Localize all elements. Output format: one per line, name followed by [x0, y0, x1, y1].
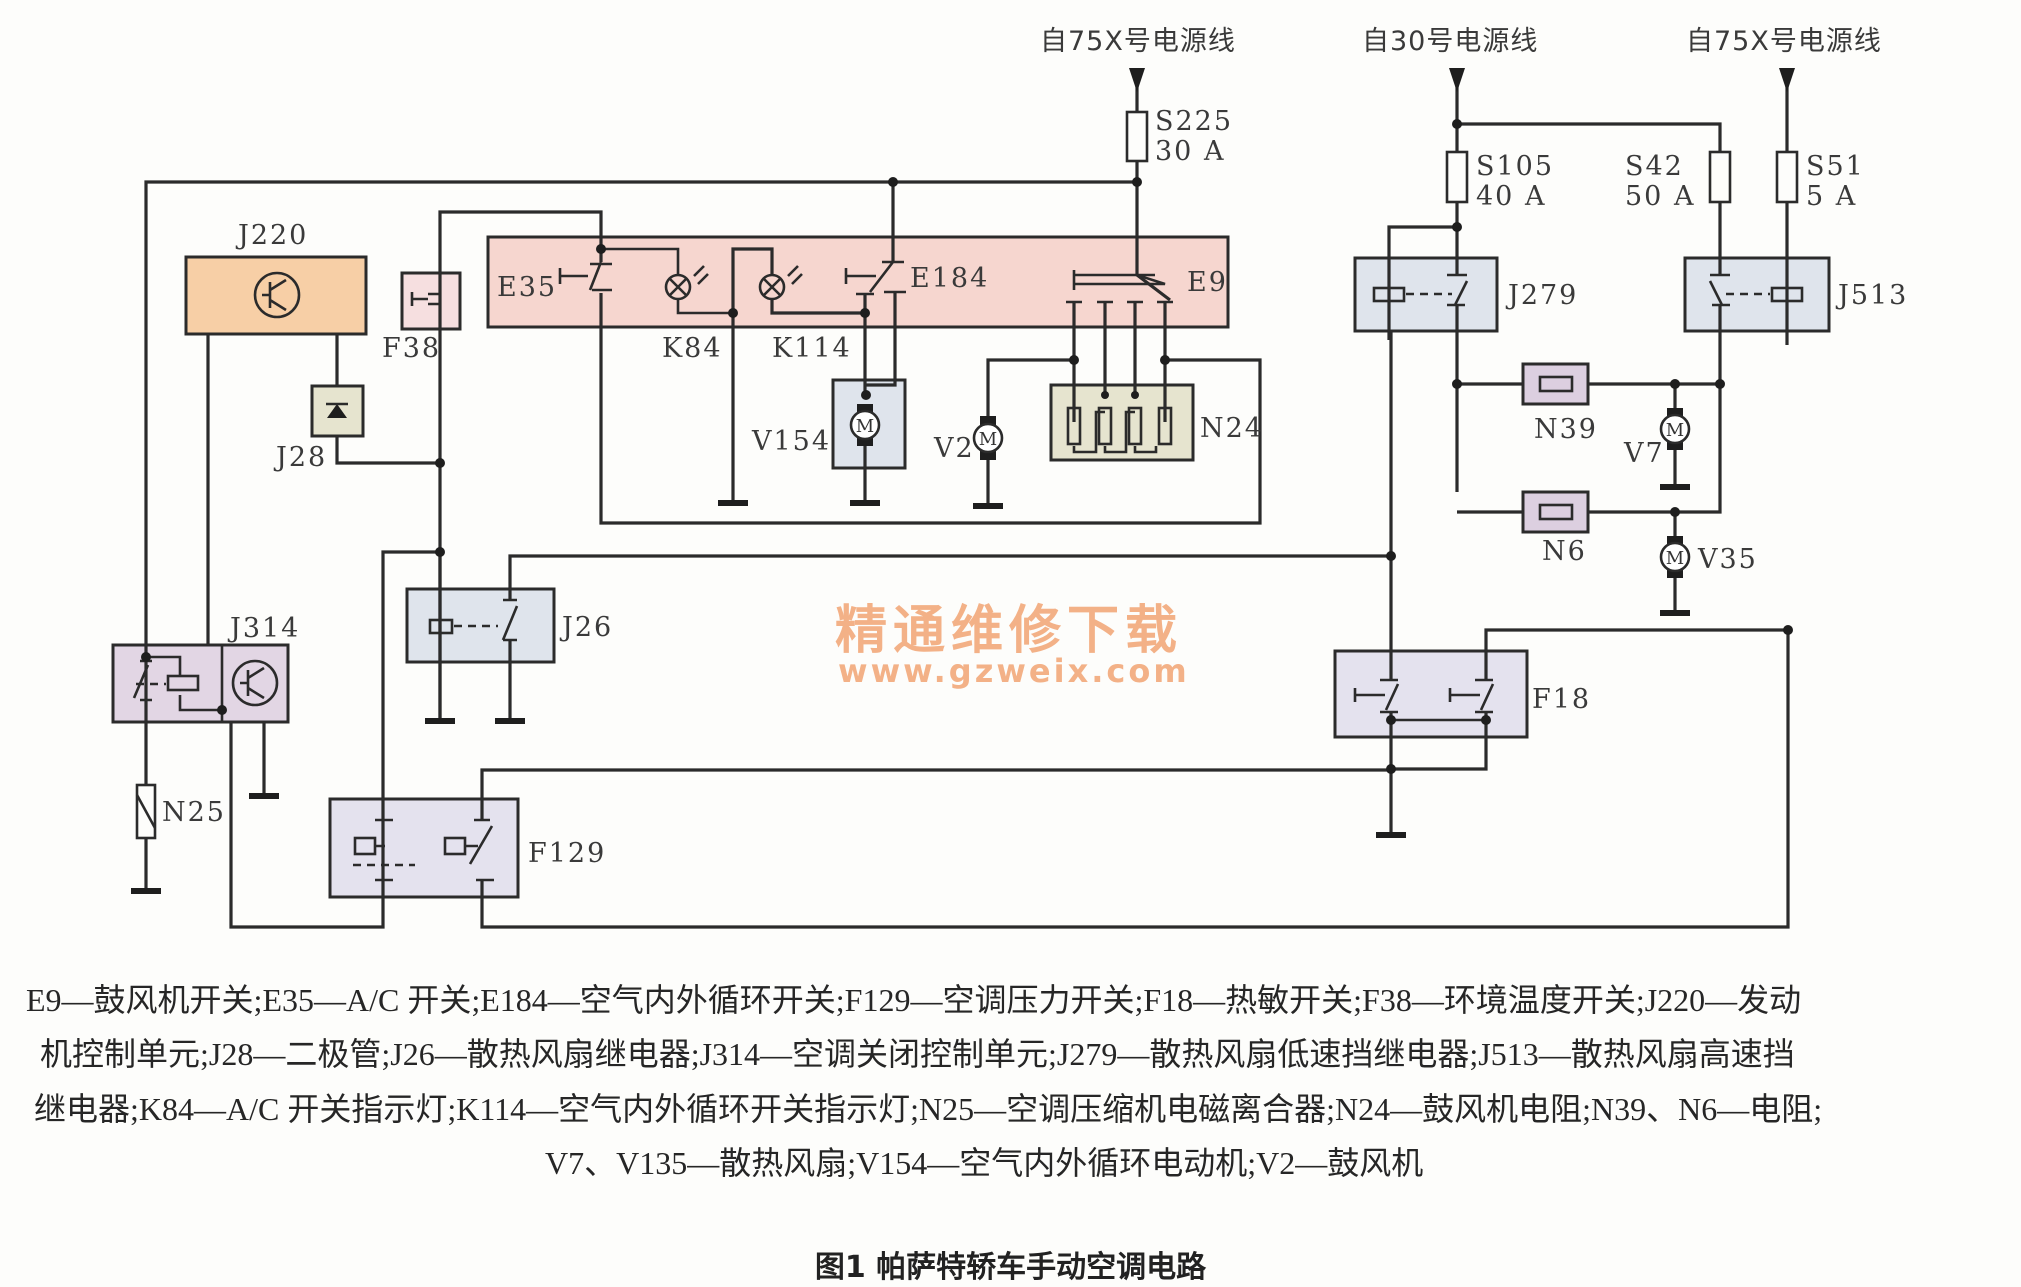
ground-symbols — [131, 484, 1690, 894]
fuse-s42-icon — [1708, 150, 1732, 204]
fuse-s105-rating: 40 A — [1476, 181, 1546, 212]
arrow-down-icon — [1129, 68, 1145, 92]
label-v35: V35 — [1697, 544, 1758, 575]
label-n39: N39 — [1534, 414, 1598, 445]
junction-dots — [141, 119, 1793, 774]
source-label-30: 自30号电源线 — [1362, 26, 1538, 57]
watermark-url: www.gzweix.com — [838, 652, 1190, 690]
j220-ecu-box — [184, 255, 368, 336]
thermo-switch-icon — [1353, 678, 1495, 714]
legend-line: E9—鼓风机开关;E35—A/C 开关;E184—空气内外循环开关;F129—空… — [26, 982, 1802, 1018]
resistor-n6-icon — [1538, 503, 1574, 521]
svg-text:M: M — [856, 416, 874, 437]
ground-icon — [850, 500, 880, 506]
label-f18: F18 — [1532, 684, 1591, 715]
watermark-text: 精通维修下载 — [835, 601, 1183, 661]
motor-v154-icon: M — [849, 404, 881, 446]
label-f38: F38 — [382, 333, 441, 364]
arrow-down-icon — [1449, 68, 1465, 92]
label-k114: K114 — [772, 333, 852, 364]
fuse-s225-icon — [1125, 110, 1149, 163]
fuse-s225-label: S225 — [1155, 106, 1233, 137]
label-e9: E9 — [1187, 267, 1228, 298]
legend-line: V7、V135—散热风扇;V154—空气内外循环电动机;V2—鼓风机 — [545, 1145, 1424, 1181]
circuit-diagram: M M — [111, 26, 1908, 929]
ground-icon — [718, 500, 748, 506]
fuse-s51-label: S51 — [1806, 151, 1865, 182]
fuse-s105-label: S105 — [1476, 151, 1554, 182]
ground-icon — [249, 793, 279, 799]
ground-icon — [1376, 832, 1406, 838]
ground-icon — [495, 718, 525, 724]
label-j513: J513 — [1835, 280, 1908, 311]
ground-icon — [1660, 610, 1690, 616]
diode-icon — [327, 404, 347, 418]
blower-switch-icon — [1072, 270, 1166, 290]
label-v154: V154 — [751, 426, 831, 457]
ground-icon — [1660, 484, 1690, 490]
fuse-s51-icon — [1775, 150, 1799, 204]
label-e35: E35 — [497, 272, 557, 303]
label-f129: F129 — [528, 838, 606, 869]
switch-e184-icon — [844, 260, 906, 296]
thermo-switch-icon — [410, 286, 442, 312]
arrow-down-icon — [1779, 68, 1795, 92]
fuse-s51-rating: 5 A — [1806, 181, 1857, 212]
n6-resistor-box — [1521, 490, 1590, 534]
relay-j279-icon — [1372, 273, 1469, 307]
fuse-s105-icon — [1445, 150, 1469, 204]
j26-relay-box — [405, 587, 556, 664]
label-j279: J279 — [1505, 280, 1578, 311]
resistor-array-icon — [1066, 406, 1173, 446]
label-v7: V7 — [1623, 438, 1665, 469]
lamp-k84-icon — [664, 265, 709, 301]
fuse-s225-rating: 30 A — [1155, 136, 1225, 167]
fuse-symbols — [1125, 110, 1799, 204]
svg-text:M: M — [979, 429, 997, 450]
ground-icon — [131, 888, 161, 894]
relay-j513-icon — [1708, 273, 1804, 307]
source-label-75x-left: 自75X号电源线 — [1040, 26, 1236, 57]
transistor-icon — [231, 659, 279, 707]
label-n25: N25 — [162, 797, 226, 828]
motor-v35-icon: M — [1659, 536, 1691, 578]
label-k84: K84 — [662, 333, 723, 364]
fuse-s42-label: S42 — [1625, 151, 1684, 182]
label-n24: N24 — [1200, 413, 1264, 444]
clutch-coil-icon — [135, 783, 157, 840]
svg-text:M: M — [1666, 548, 1684, 569]
source-arrows — [1129, 68, 1795, 92]
relay-j26-icon — [428, 598, 519, 642]
label-j220: J220 — [235, 220, 308, 251]
pressure-switch-icon — [353, 818, 494, 882]
motor-v2-icon: M — [972, 416, 1004, 460]
wires — [144, 70, 1790, 929]
label-e184: E184 — [910, 263, 989, 294]
legend-line: 机控制单元;J28—二极管;J26—散热风扇继电器;J314—空调关闭控制单元;… — [40, 1036, 1795, 1072]
f129-switch-box — [328, 797, 520, 899]
symbols: M M — [132, 260, 1804, 882]
lamp-k114-icon — [758, 265, 803, 301]
label-j26: J26 — [559, 612, 613, 643]
figure-caption: 图1 帕萨特轿车手动空调电路 — [814, 1250, 1207, 1285]
transistor-icon — [253, 271, 301, 319]
label-j314: J314 — [227, 613, 300, 644]
label-v2: V2 — [933, 433, 975, 464]
ground-icon — [973, 503, 1003, 509]
fuse-s42-rating: 50 A — [1625, 181, 1695, 212]
source-label-75x-right: 自75X号电源线 — [1686, 26, 1882, 57]
switch-e35-icon — [558, 261, 612, 292]
svg-text:M: M — [1666, 420, 1684, 441]
resistor-n39-icon — [1538, 375, 1574, 393]
legend-line: 继电器;K84—A/C 开关指示灯;K114—空气内外循环开关指示灯;N25—空… — [34, 1091, 1823, 1127]
label-n6: N6 — [1542, 536, 1587, 567]
n39-resistor-box — [1521, 362, 1590, 406]
ground-icon — [425, 718, 455, 724]
motor-v7-icon: M — [1659, 408, 1691, 450]
label-j28: J28 — [273, 442, 327, 473]
